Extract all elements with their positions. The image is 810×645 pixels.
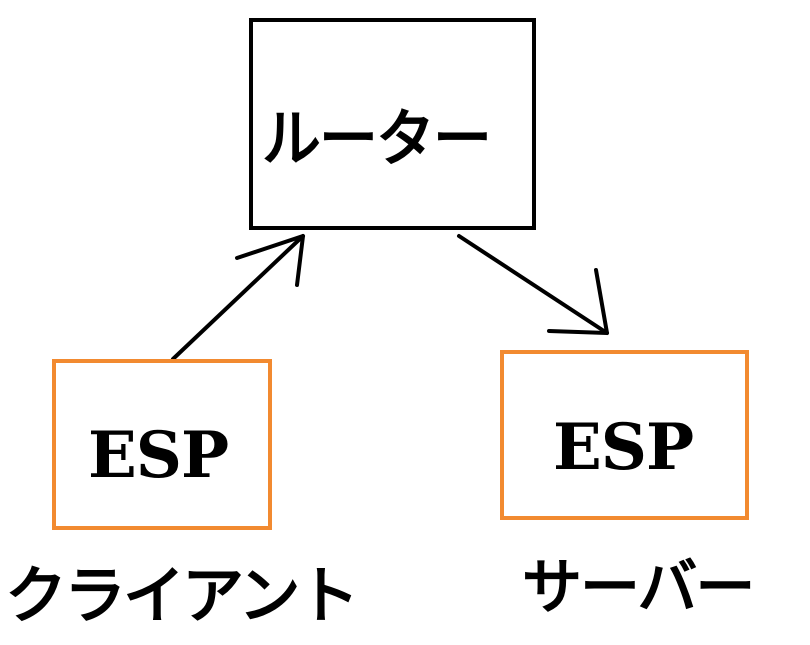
client-esp-label: ESP [88, 418, 229, 493]
arrow-router-to-server-shaft [457, 234, 609, 335]
arrow-client-to-router-shaft [171, 234, 305, 361]
router-node [249, 18, 536, 230]
arrow-client-to-router-head [235, 234, 305, 287]
client-esp-node [52, 359, 272, 530]
server-caption: サーバー [522, 553, 755, 623]
arrow-router-to-server-head [547, 268, 609, 335]
arrow-client-to-router [171, 234, 305, 361]
server-esp-node [500, 350, 749, 520]
client-caption: クライアント [5, 559, 360, 632]
server-esp-label: ESP [553, 410, 694, 485]
arrow-router-to-server [457, 234, 609, 335]
router-label: ルーター [262, 102, 492, 175]
